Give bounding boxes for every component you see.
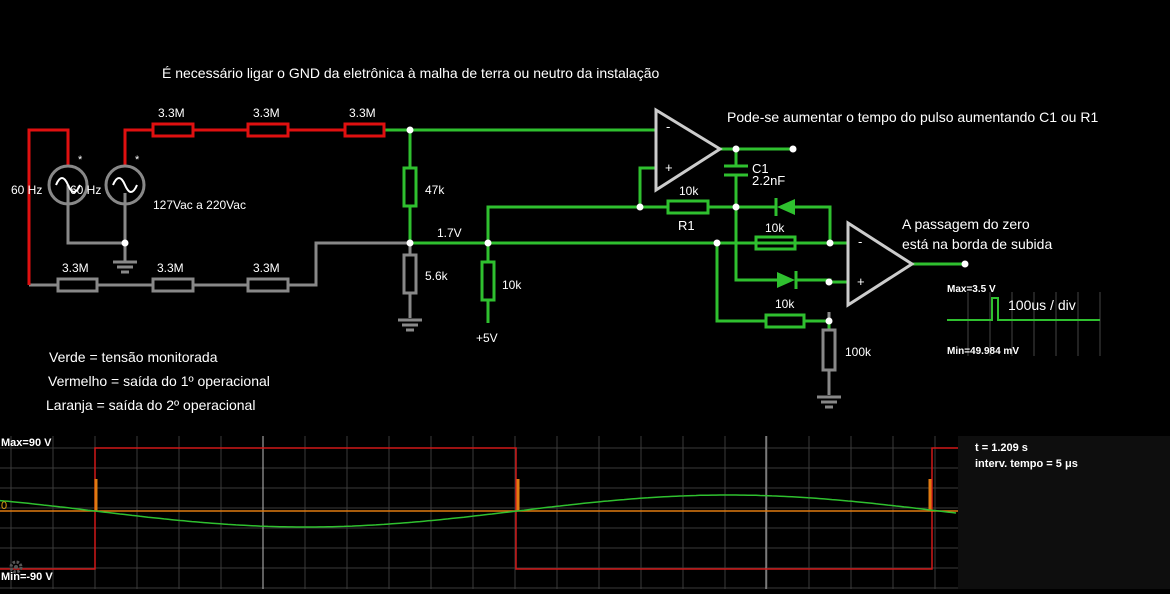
label-src1-freq: 60 Hz	[11, 183, 42, 197]
resistor-top-3	[343, 122, 386, 138]
resistor-top-2	[246, 122, 290, 138]
green-wires	[384, 128, 965, 330]
resistor-47k	[402, 166, 418, 208]
oscilloscope-panel: Max=90 V 0 Min=-90 V t = 1.209 s interv.…	[0, 436, 1170, 589]
label-r-top-2: 3.3M	[253, 106, 280, 120]
label-supply: +5V	[476, 331, 498, 345]
red-wires	[27, 128, 345, 285]
label-r-10k-pullup: 10k	[502, 278, 522, 292]
diode-top	[774, 198, 795, 216]
orange-pulses	[94, 479, 932, 511]
resistor-10k-b	[764, 313, 806, 329]
resistor-top-1	[151, 122, 195, 138]
scope-time: t = 1.209 s	[975, 442, 1028, 454]
label-src1-star: *	[78, 154, 83, 166]
resistors	[56, 122, 837, 372]
scope-plot: Max=90 V 0 Min=-90 V	[0, 436, 1170, 589]
label-r-bot-3: 3.3M	[253, 261, 280, 275]
resistor-100k	[821, 328, 837, 372]
label-r-10k-a: 10k	[765, 221, 785, 235]
diode-bottom	[777, 271, 798, 289]
label-r-47k: 47k	[425, 183, 445, 197]
opamp-2	[846, 220, 915, 308]
label-r-bot-2: 3.3M	[157, 261, 184, 275]
label-r-top-1: 3.3M	[158, 106, 185, 120]
ground-icon	[398, 318, 422, 332]
label-r-5k6: 5.6k	[425, 269, 449, 283]
label-op2-minus: -	[858, 234, 862, 249]
label-r1-name: R1	[678, 218, 695, 233]
resistor-10k-pullup	[480, 260, 496, 302]
label-r1-value: 10k	[679, 184, 699, 198]
ground-icon	[817, 395, 841, 409]
label-c1-name: C1	[752, 161, 769, 176]
ground-icon	[113, 260, 137, 274]
legend-orange: Laranja = saída do 2º operacional	[46, 397, 255, 413]
label-src2-freq: 60 Hz	[70, 183, 101, 197]
ac-source-2	[104, 164, 146, 206]
resistor-bot-3	[246, 277, 290, 293]
resistor-10k-a	[754, 235, 797, 251]
resistor-bot-1	[56, 277, 99, 293]
note-zero-1: A passagem do zero	[902, 216, 1030, 232]
mini-scope-min: Min=49.984 mV	[947, 346, 1019, 357]
resistor-bot-2	[151, 277, 195, 293]
label-r-bot-1: 3.3M	[62, 261, 89, 275]
junction-dots	[121, 126, 969, 325]
legend-green: Verde = tensão monitorada	[49, 349, 218, 365]
mini-scope	[947, 292, 1101, 356]
resistor-5k6	[402, 253, 418, 295]
scope-time-markers	[262, 436, 767, 589]
scope-min-label: Min=-90 V	[1, 571, 53, 583]
label-src-voltage: 127Vac a 220Vac	[153, 198, 246, 212]
note-pulse: Pode-se aumentar o tempo do pulso aument…	[727, 109, 1098, 125]
circuit-diagram: É necessário ligar o GND da eletrônica à…	[11, 65, 1101, 413]
label-r-10k-b: 10k	[775, 297, 795, 311]
trace-red	[0, 447, 958, 570]
mini-scope-scale: 100us / div	[1008, 297, 1076, 313]
scope-interval: interv. tempo = 5 μs	[975, 458, 1078, 470]
scope-zero-label: 0	[1, 500, 7, 512]
gear-icon[interactable]	[9, 560, 23, 574]
capacitor-c1	[724, 164, 748, 177]
scope-max-label: Max=90 V	[1, 437, 52, 449]
ground-symbols	[113, 260, 841, 409]
label-src2-star: *	[135, 154, 140, 166]
label-op2-plus: +	[857, 274, 865, 289]
label-op1-minus: -	[666, 119, 670, 134]
opamp-1	[654, 107, 723, 193]
mini-scope-max: Max=3.5 V	[947, 284, 996, 295]
label-c1-value: 2.2nF	[752, 173, 785, 188]
note-top: É necessário ligar o GND da eletrônica à…	[162, 65, 659, 81]
trace-green	[0, 494, 957, 528]
label-op1-plus: +	[665, 160, 673, 175]
ac-source-1	[47, 164, 89, 206]
gray-wires	[29, 185, 831, 395]
legend-red: Vermelho = saída do 1º operacional	[48, 373, 270, 389]
resistor-r1	[666, 199, 710, 215]
label-node-voltage: 1.7V	[437, 226, 462, 240]
note-zero-2: está na borda de subida	[902, 236, 1052, 252]
label-r-100k: 100k	[845, 345, 872, 359]
label-r-top-3: 3.3M	[349, 106, 376, 120]
